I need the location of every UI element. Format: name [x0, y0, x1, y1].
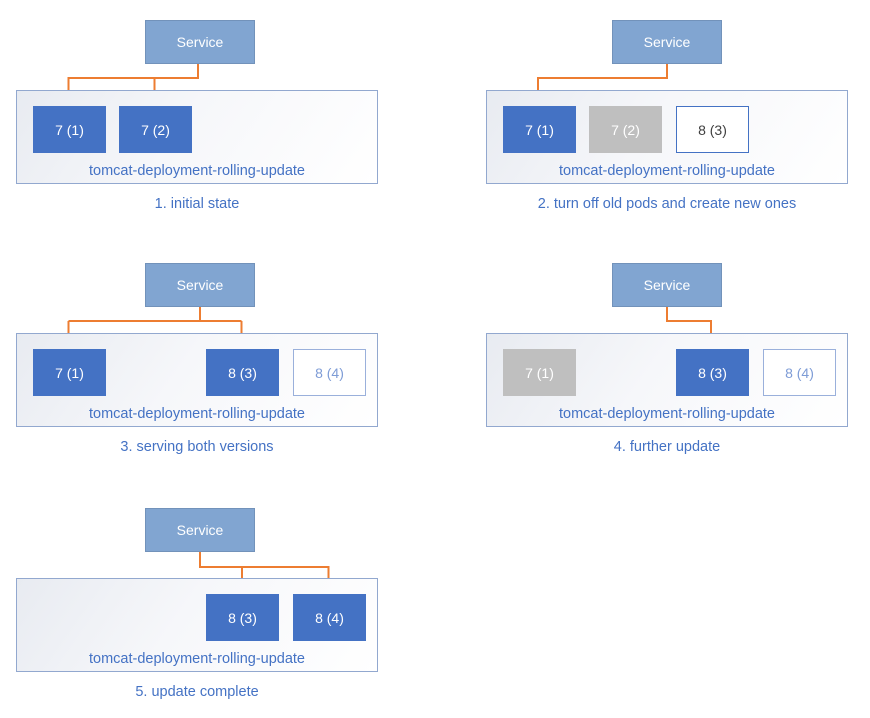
deployment-name: tomcat-deployment-rolling-update [559, 163, 775, 179]
panel-2-turn-off-old-pods: Service 7 (1) 7 (2) 8 (3) tomcat-deploym… [468, 0, 870, 238]
pod-8-3: 8 (3) [206, 594, 279, 641]
pod-8-3: 8 (3) [206, 349, 279, 396]
deployment-name: tomcat-deployment-rolling-update [89, 163, 305, 179]
pod-7-1: 7 (1) [503, 349, 576, 396]
service-label: Service [643, 34, 691, 50]
service-box: Service [612, 263, 722, 307]
pod-7-1: 7 (1) [33, 349, 106, 396]
deployment-container: 8 (3) 8 (4) tomcat-deployment-rolling-up… [16, 578, 378, 672]
panel-caption: 5. update complete [135, 684, 259, 700]
service-box: Service [145, 508, 255, 552]
panel-5-update-complete: Service 8 (3) 8 (4) tomcat-deployment-ro… [0, 488, 420, 718]
service-box: Service [145, 20, 255, 64]
panel-1-initial-state: Service 7 (1) 7 (2) tomcat-deployment-ro… [0, 0, 420, 238]
service-label: Service [176, 277, 224, 293]
panel-caption: 3. serving both versions [120, 439, 274, 455]
service-box: Service [145, 263, 255, 307]
service-label: Service [176, 34, 224, 50]
pod-8-3: 8 (3) [676, 106, 749, 153]
pod-8-4: 8 (4) [763, 349, 836, 396]
deployment-name: tomcat-deployment-rolling-update [89, 651, 305, 667]
deployment-container: 7 (1) 8 (3) 8 (4) tomcat-deployment-roll… [16, 333, 378, 427]
service-label: Service [643, 277, 691, 293]
pod-8-4: 8 (4) [293, 594, 366, 641]
pod-7-1: 7 (1) [503, 106, 576, 153]
deployment-name: tomcat-deployment-rolling-update [89, 406, 305, 422]
panel-caption: 4. further update [613, 439, 721, 455]
deployment-container: 7 (1) 7 (2) 8 (3) tomcat-deployment-roll… [486, 90, 848, 184]
pod-8-4: 8 (4) [293, 349, 366, 396]
pod-7-1: 7 (1) [33, 106, 106, 153]
service-box: Service [612, 20, 722, 64]
pod-8-3: 8 (3) [676, 349, 749, 396]
pod-7-2: 7 (2) [119, 106, 192, 153]
panel-4-further-update: Service 7 (1) 8 (3) 8 (4) tomcat-deploym… [468, 243, 870, 481]
panel-caption: 1. initial state [154, 196, 240, 212]
deployment-name: tomcat-deployment-rolling-update [559, 406, 775, 422]
deployment-container: 7 (1) 8 (3) 8 (4) tomcat-deployment-roll… [486, 333, 848, 427]
panel-3-serving-both-versions: Service 7 (1) 8 (3) 8 (4) tomcat-deploym… [0, 243, 420, 481]
pod-7-2: 7 (2) [589, 106, 662, 153]
service-label: Service [176, 522, 224, 538]
panel-caption: 2. turn off old pods and create new ones [537, 196, 797, 212]
deployment-container: 7 (1) 7 (2) tomcat-deployment-rolling-up… [16, 90, 378, 184]
